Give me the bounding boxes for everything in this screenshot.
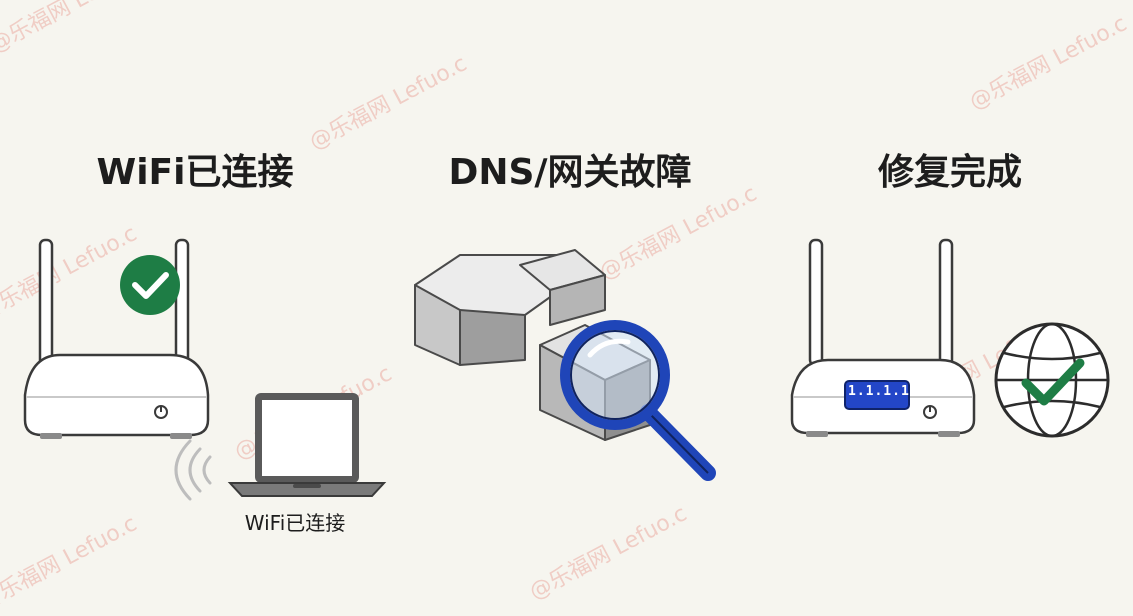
router-icon (790, 238, 976, 437)
step-title-wifi-connected: WiFi已连接 (96, 152, 294, 193)
router-icon (23, 238, 210, 439)
laptop-label: WiFi已连接 (244, 511, 346, 535)
globe-check-icon (994, 322, 1110, 438)
step-title-dns-gateway-fault: DNS/网关故障 (448, 152, 692, 193)
magnifier-icon (560, 320, 716, 481)
wifi-waves-icon (174, 439, 212, 501)
watermark-text: @乐福网 Lefuo.c (965, 11, 1132, 116)
check-badge-icon (120, 255, 180, 315)
watermark-text: @乐福网 Lefuo.c (305, 51, 472, 156)
watermark-text: @乐福网 Lefuo.c (0, 0, 152, 59)
dns-fault-illustration (414, 249, 716, 481)
repair-complete-illustration (790, 238, 1110, 438)
step-title-repair-complete: 修复完成 (877, 152, 1022, 193)
laptop-icon (227, 393, 387, 497)
watermark-text: @乐福网 Lefuo.c (525, 501, 692, 606)
wifi-connected-illustration (23, 238, 387, 501)
dns-server-value: 1.1.1.1 (848, 384, 910, 399)
